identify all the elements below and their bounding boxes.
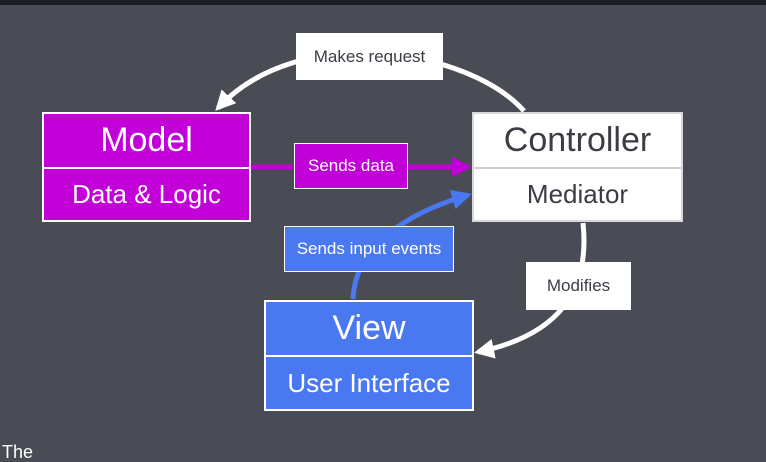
- controller-subtitle: Mediator: [526, 179, 629, 209]
- model-box: Model Data & Logic: [42, 112, 251, 222]
- controller-title: Controller: [474, 114, 681, 169]
- view-subtitle: User Interface: [287, 367, 451, 398]
- controller-box: Controller Mediator: [472, 112, 683, 222]
- label-modifies: Modifies: [526, 262, 631, 310]
- view-title: View: [266, 302, 472, 357]
- model-subtitle: Data & Logic: [72, 179, 221, 209]
- label-makes-request: Makes request: [296, 33, 443, 80]
- view-box: View User Interface: [264, 300, 474, 411]
- label-sends-data: Sends data: [294, 143, 408, 189]
- footer-partial-text: The: [2, 442, 34, 462]
- window-top-bar: [0, 0, 766, 5]
- label-sends-input-events: Sends input events: [284, 226, 454, 272]
- model-title: Model: [44, 114, 249, 169]
